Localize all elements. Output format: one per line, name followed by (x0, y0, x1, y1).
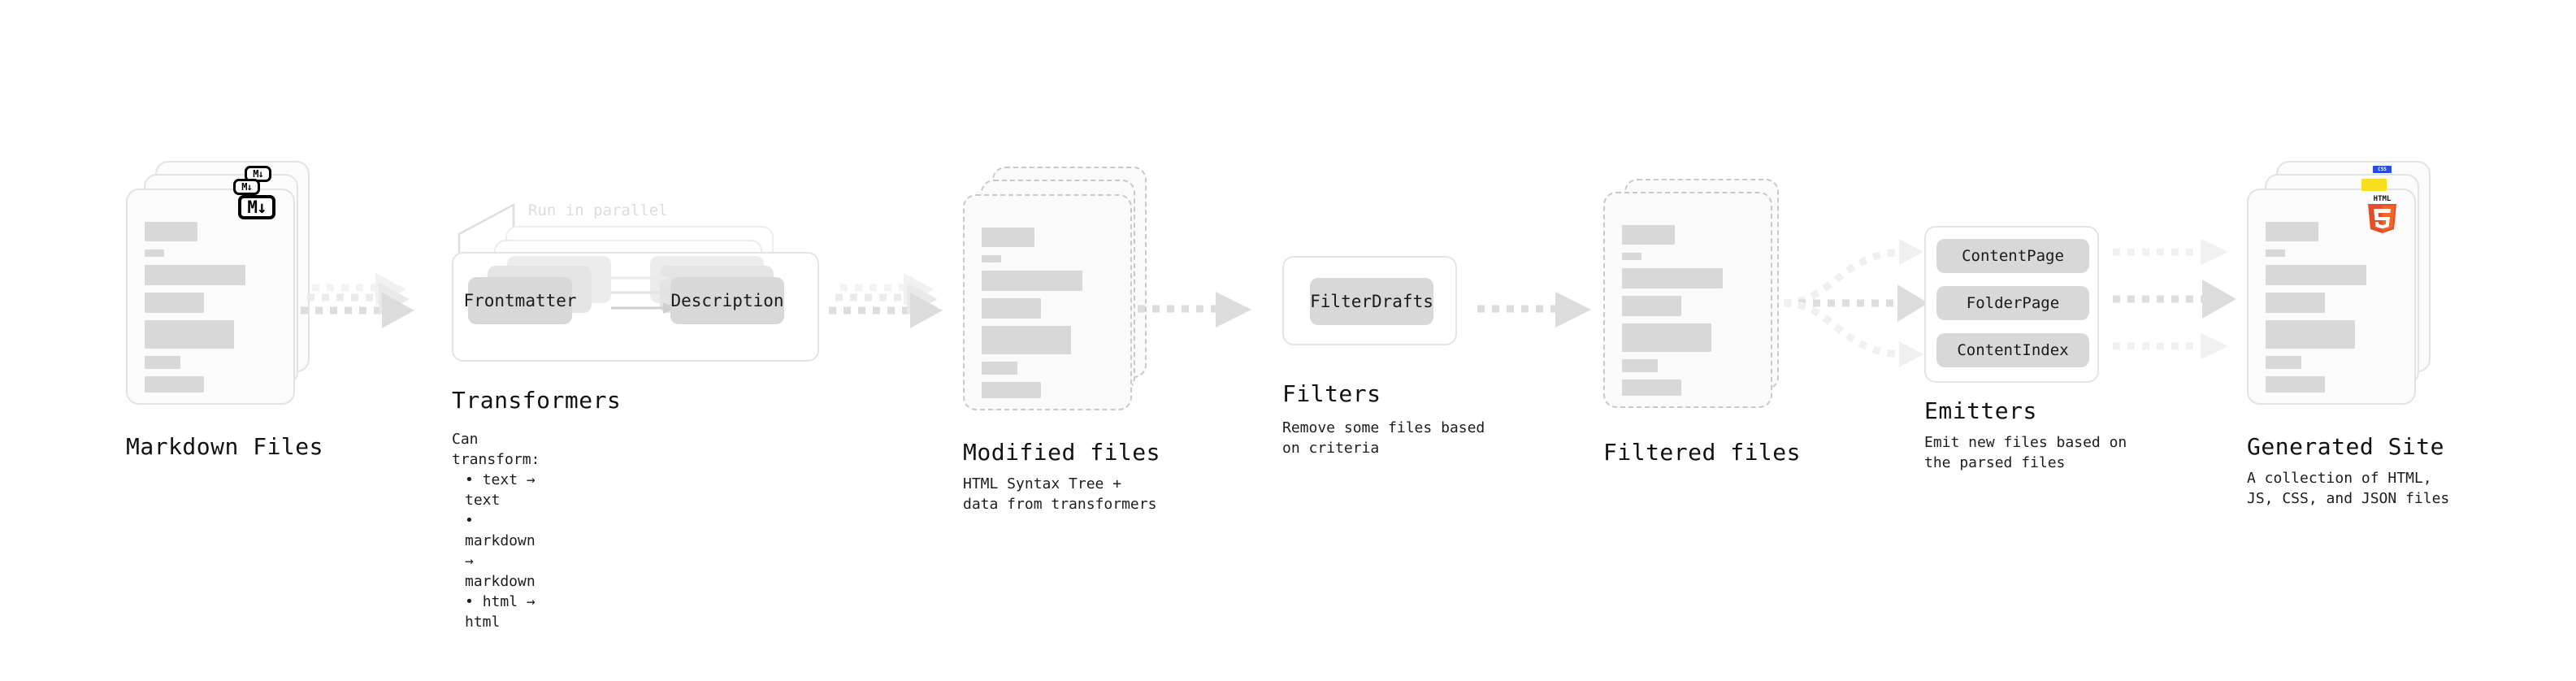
emitter-item-folderpage[interactable]: FolderPage (1936, 286, 2089, 320)
transformer-item-description[interactable]: Description (670, 277, 784, 324)
arrow-transformers-to-modified (829, 273, 943, 328)
placeholder-bar (1622, 323, 1711, 352)
placeholder-bar (2266, 356, 2301, 369)
file-card-front (126, 189, 295, 405)
transformer-inner-arrows (611, 273, 676, 314)
arrow-filtered-to-emitters (1783, 239, 1928, 367)
arrow-emitters-to-site (2113, 239, 2236, 359)
placeholder-bar (1622, 380, 1681, 396)
transformers-description: Can transform: • text → text • markdown … (452, 429, 540, 632)
transform-bullet: • html → html (465, 593, 536, 631)
stage-title-markdown-files: Markdown Files (126, 433, 324, 460)
placeholder-bar (145, 356, 180, 369)
placeholder-bar (982, 298, 1041, 319)
stage-description-modified-files: HTML Syntax Tree + data from transformer… (963, 475, 1157, 513)
placeholder-bar (982, 271, 1082, 291)
stage-description-filters: Remove some files based on criteria (1282, 419, 1485, 457)
placeholder-bar (145, 249, 164, 257)
placeholder-bar (2266, 376, 2325, 393)
html5-icon: HTML (2368, 195, 2396, 233)
placeholder-bar (982, 326, 1071, 354)
markdown-icon: M↓ (233, 179, 260, 195)
placeholder-bar (145, 293, 204, 313)
emitter-item-contentindex[interactable]: ContentIndex (1936, 333, 2089, 367)
stage-title-modified-files: Modified files (963, 439, 1161, 466)
transformer-item-frontmatter[interactable]: Frontmatter (463, 277, 577, 324)
placeholder-bar (982, 228, 1034, 247)
arrow-markdown-to-transformers (301, 273, 414, 328)
stage-description-generated-site: A collection of HTML, JS, CSS, and JSON … (2247, 470, 2450, 507)
css-icon: CSS (2373, 166, 2392, 173)
placeholder-bar (2266, 222, 2318, 241)
generated-site-file-stack: CSS HTML (2247, 161, 2442, 429)
arrow-filters-to-filtered (1477, 292, 1591, 327)
placeholder-bar (982, 255, 1001, 262)
parallel-bracket (458, 202, 515, 260)
placeholder-bar (1622, 225, 1675, 245)
stage-description-emitters: Emit new files based on the parsed files (1924, 434, 2127, 471)
stage-title-generated-site: Generated Site (2247, 433, 2445, 460)
js-icon (2361, 179, 2387, 191)
can-transform-heading: Can transform: (452, 431, 540, 468)
placeholder-bar (2266, 293, 2325, 313)
svg-text:HTML: HTML (2374, 195, 2392, 203)
stage-title-filters: Filters (1282, 380, 1381, 407)
emitters-frame: ContentPage FolderPage ContentIndex (1924, 226, 2099, 383)
file-card-front (963, 194, 1132, 410)
placeholder-bar (145, 222, 197, 241)
placeholder-bar (982, 382, 1041, 398)
markdown-icon: M↓ (238, 195, 275, 219)
arrow-modified-to-filters (1138, 292, 1251, 327)
markdown-file-stack: M↓ M↓ M↓ (126, 161, 313, 421)
filtered-file-stack (1603, 179, 1790, 439)
placeholder-bar (1622, 268, 1723, 288)
filter-item-filterdrafts[interactable]: FilterDrafts (1310, 278, 1433, 325)
stage-title-filtered-files: Filtered files (1603, 439, 1802, 466)
stage-title-emitters: Emitters (1924, 397, 2037, 424)
placeholder-bar (1622, 253, 1641, 260)
placeholder-bar (1622, 296, 1681, 316)
modified-file-stack (963, 167, 1150, 427)
placeholder-bar (2266, 320, 2355, 349)
transform-bullet: • markdown → markdown (465, 512, 536, 590)
placeholder-bar (1622, 359, 1658, 372)
file-card-front (1603, 192, 1772, 408)
placeholder-bar (2266, 249, 2285, 257)
filters-frame: FilterDrafts (1282, 256, 1457, 345)
placeholder-bar (145, 320, 234, 349)
placeholder-bar (2266, 265, 2366, 285)
placeholder-bar (982, 362, 1017, 375)
emitter-item-contentpage[interactable]: ContentPage (1936, 239, 2089, 273)
placeholder-bar (145, 376, 204, 393)
transform-bullet: • text → text (465, 471, 536, 509)
run-in-parallel-label: Run in parallel (528, 202, 668, 219)
stage-title-transformers: Transformers (452, 387, 622, 414)
placeholder-bar (145, 265, 245, 285)
